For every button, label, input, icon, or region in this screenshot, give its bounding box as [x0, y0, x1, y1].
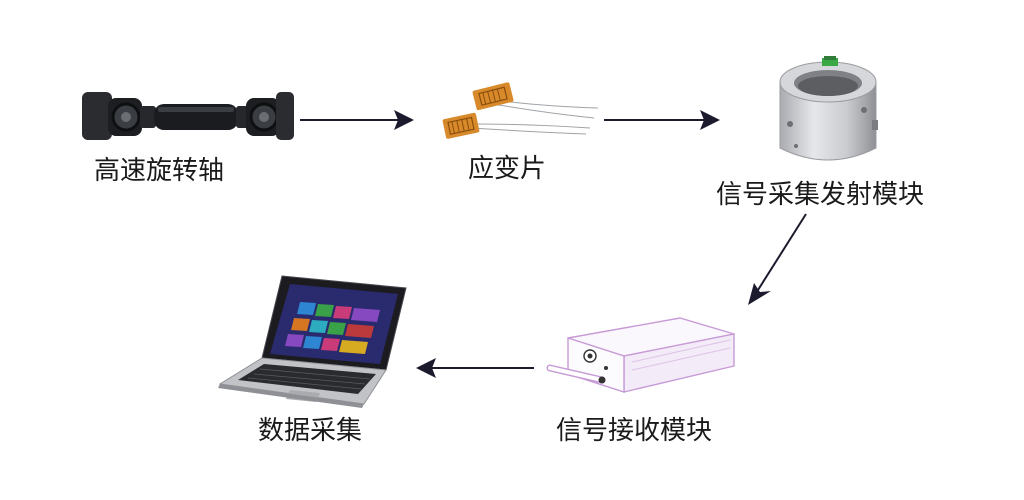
collar-transmitter-icon: [779, 56, 878, 161]
drive-shaft-icon: [82, 92, 294, 140]
acquisition-label: 数据采集: [258, 416, 363, 446]
gauge-label: 应变片: [468, 154, 547, 184]
transmitter-label: 信号采集发射模块: [716, 180, 925, 210]
strain-gauge-icon: [442, 82, 599, 139]
receiver-label: 信号接收模块: [556, 416, 713, 446]
receiver-box-icon: [546, 317, 735, 393]
shaft-label: 高速旋转轴: [94, 156, 225, 186]
laptop-icon: [218, 275, 407, 408]
